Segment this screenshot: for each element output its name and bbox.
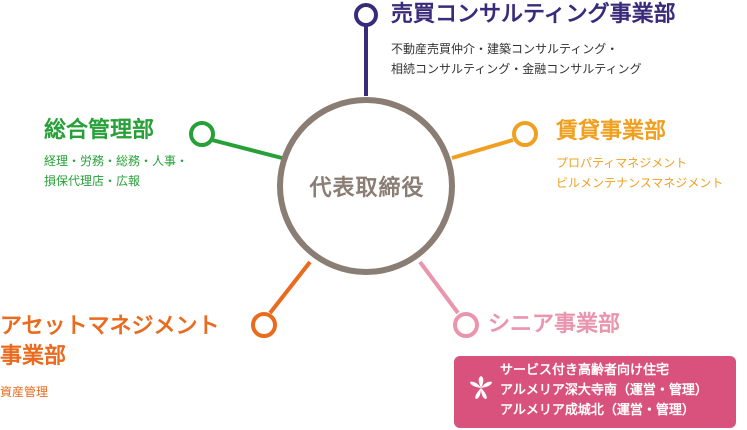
node-senior (453, 312, 479, 338)
node-leasing (512, 121, 538, 147)
dept-leasing-title: 賃貸事業部 (556, 119, 667, 144)
dept-general: 総合管理部 経理・労務・総務・人事・ 損保代理店・広報 (44, 118, 188, 191)
connector-asset (268, 260, 312, 315)
node-asset (251, 312, 277, 338)
connector-senior (418, 260, 460, 315)
dept-general-desc-line-1: 経理・労務・総務・人事・ (44, 154, 189, 169)
center-label: 代表取締役 (309, 176, 425, 201)
senior-facilities-box: サービス付き高齢者向け住宅 アルメリア深大寺南（運営・管理） アルメリア成城北（… (454, 356, 736, 428)
dept-leasing-desc-line-2: ビルメンテナンスマネジメント (556, 176, 724, 191)
dept-leasing: 賃貸事業部 プロパティマネジメント ビルメンテナンスマネジメント (556, 119, 723, 193)
dept-sales: 売買コンサルティング事業部 不動産売買仲介・建築コンサルティング・ 相続コンサル… (391, 2, 676, 79)
dept-senior-title: シニア事業部 (488, 312, 621, 337)
dept-senior: シニア事業部 (488, 312, 620, 337)
node-general (189, 121, 215, 147)
connector-leasing (451, 138, 514, 160)
dept-asset-title-line-2: 事業部 (0, 344, 67, 369)
dept-general-title: 総合管理部 (44, 118, 155, 143)
connector-general (211, 138, 283, 160)
dept-general-desc-line-2: 損保代理店・広報 (44, 174, 141, 189)
dept-asset-title-line-1: アセットマネジメント (0, 314, 220, 339)
dept-sales-desc-line-2: 相続コンサルティング・金融コンサルティング (391, 62, 642, 77)
dept-sales-title: 売買コンサルティング事業部 (391, 2, 676, 27)
flower-icon (470, 376, 492, 399)
senior-box-line-3: アルメリア成城北（運営・管理） (500, 403, 695, 418)
senior-box-line-2: アルメリア深大寺南（運営・管理） (500, 383, 708, 398)
dept-asset-desc-line-1: 資産管理 (0, 385, 49, 399)
dept-leasing-desc-line-1: プロパティマネジメント (556, 156, 688, 171)
dept-sales-desc-line-1: 不動産売買仲介・建築コンサルティング・ (391, 42, 619, 57)
center-node (277, 97, 455, 275)
node-sales (354, 3, 378, 27)
dept-asset: アセットマネジメント 事業部 資産管理 (0, 312, 220, 402)
senior-box-line-1: サービス付き高齢者向け住宅 (500, 363, 670, 378)
